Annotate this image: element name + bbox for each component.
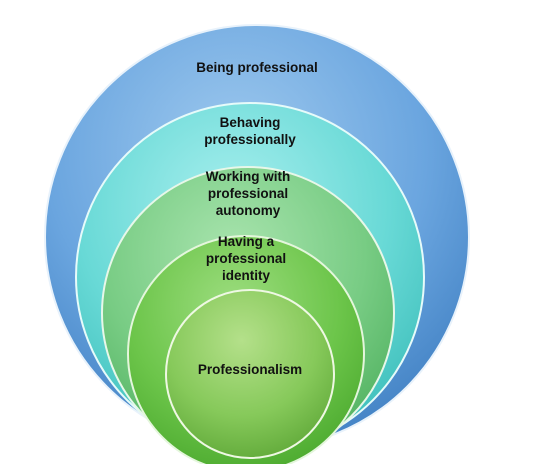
ring-label-line: identity xyxy=(222,268,270,283)
ring-label-line: autonomy xyxy=(216,203,281,218)
ring-label-line: professionally xyxy=(204,132,296,147)
ring-label-line: Being professional xyxy=(196,60,318,75)
ring-label-line: Professionalism xyxy=(198,362,302,377)
ring-label-line: professional xyxy=(208,186,288,201)
ring-label-line: professional xyxy=(206,251,286,266)
ring-label-line: Behaving xyxy=(220,115,281,130)
ring-label-having-a-professional-identity: Having a professional identity xyxy=(206,234,286,283)
ring-professionalism xyxy=(165,289,335,459)
ring-label-line: Having a xyxy=(218,234,275,249)
ring-label-being-professional: Being professional xyxy=(196,60,318,75)
ring-label-professionalism: Professionalism xyxy=(198,362,302,377)
ring-label-line: Working with xyxy=(206,169,291,184)
ring-label-behaving-professionally: Behaving professionally xyxy=(204,115,296,147)
ring-label-working-with-professional-autonomy: Working with professional autonomy xyxy=(206,169,291,218)
